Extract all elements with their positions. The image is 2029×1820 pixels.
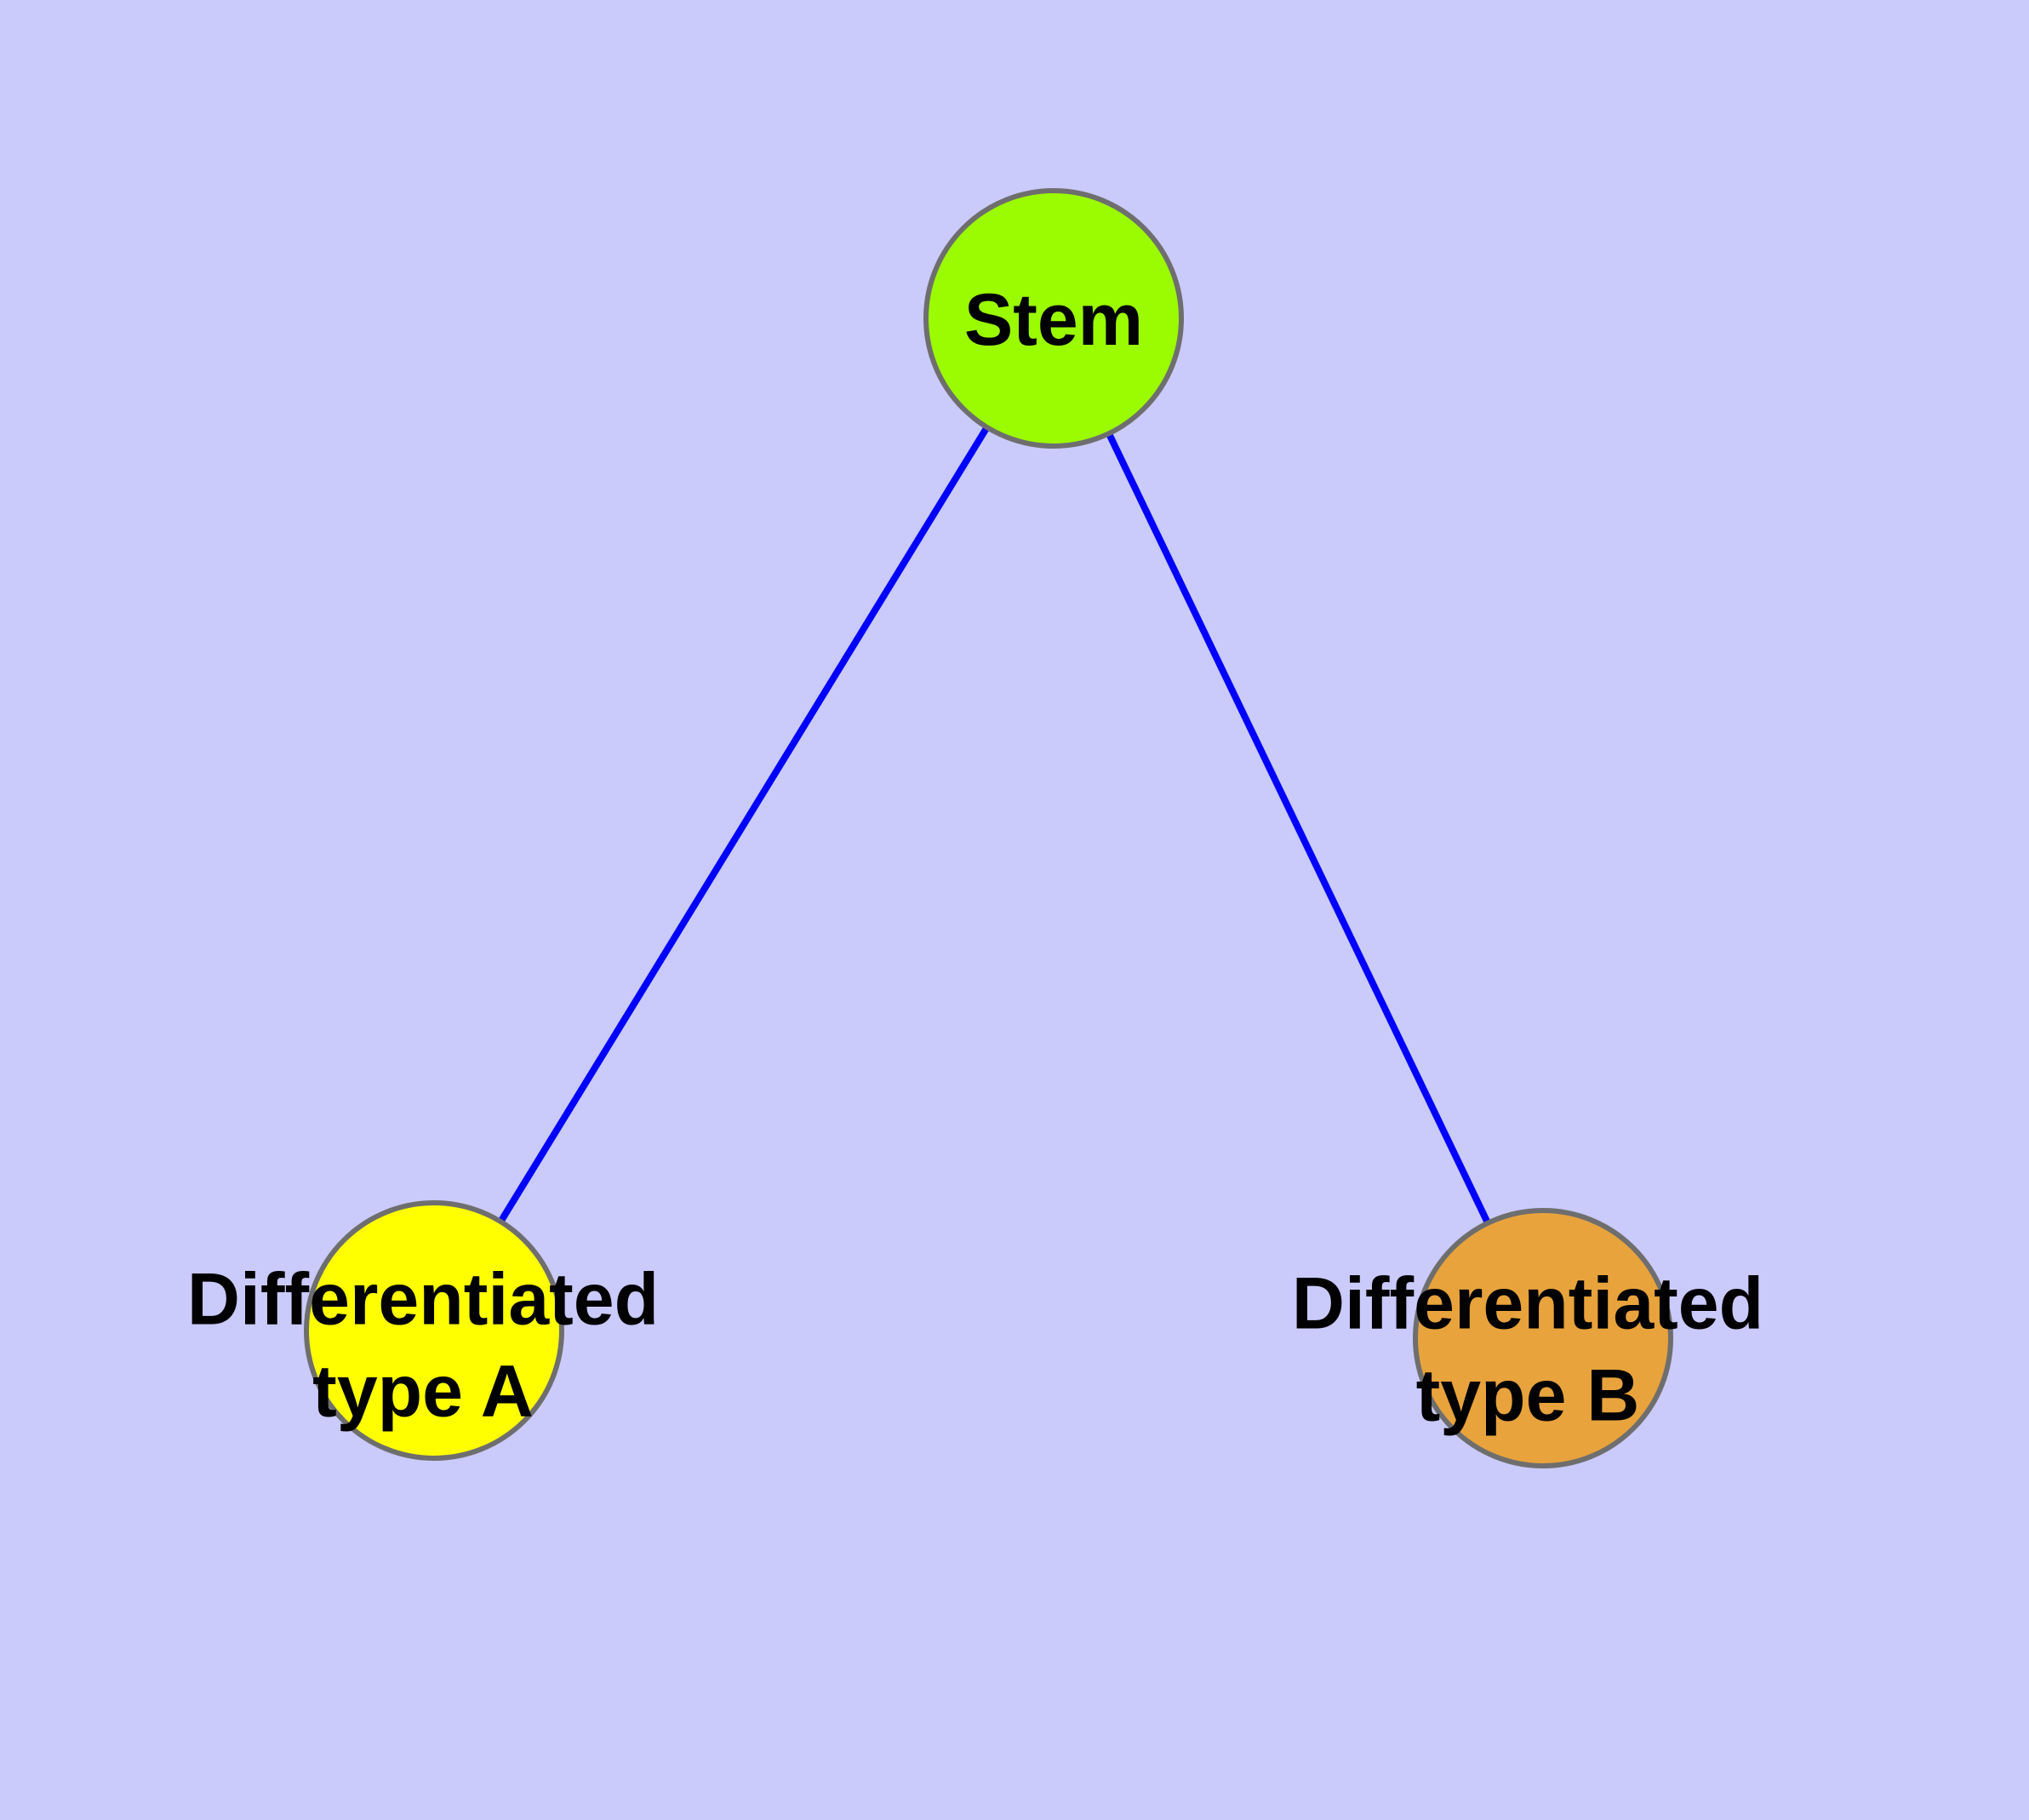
node-type-a-circle: [304, 1200, 564, 1461]
edge-stem-to-type-b: [1050, 317, 1546, 1340]
node-stem-circle: [923, 188, 1184, 449]
node-type-b-circle: [1413, 1208, 1673, 1468]
edge-stem-to-type-a: [431, 316, 1057, 1333]
